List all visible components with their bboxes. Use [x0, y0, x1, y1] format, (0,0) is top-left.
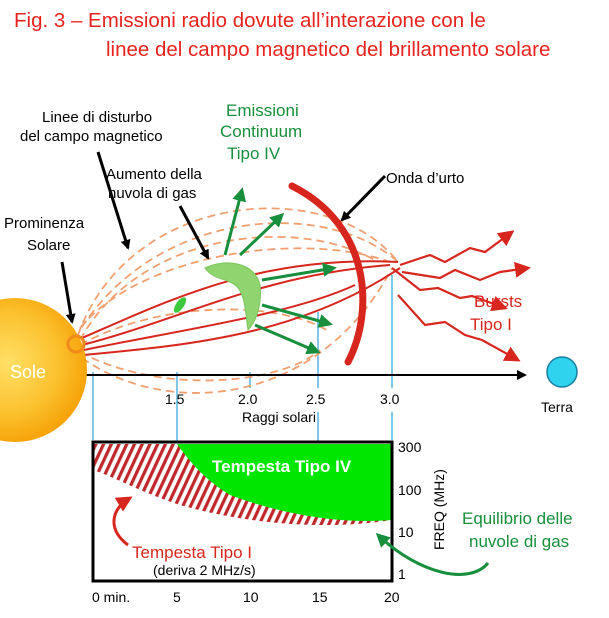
time-tick-0: 0 min. — [92, 589, 130, 605]
burst-arrow-2 — [401, 261, 531, 282]
gas-label-1: Aumento della — [106, 166, 203, 183]
storm-iv-region — [177, 444, 392, 521]
burst-arrow-3 — [391, 267, 508, 312]
radius-tick-1-5: 1.5 — [165, 391, 185, 407]
burst-arrow-4 — [397, 294, 521, 362]
equilibrium-label-2: nuvole di gas — [469, 532, 569, 551]
radius-tick-3-0: 3.0 — [380, 391, 400, 407]
dashed-loop-mid — [79, 235, 379, 341]
sun — [0, 298, 87, 442]
disturb-label-1: Linee di disturbo — [42, 109, 152, 126]
freq-tick-300: 300 — [398, 439, 422, 455]
gas-pointer — [178, 205, 210, 260]
radius-tick-labels: 1.5 2.0 2.5 3.0 — [165, 391, 400, 407]
title-line-1: Fig. 3 – Emissioni radio dovute all’inte… — [14, 9, 486, 32]
equilibrium-pointer — [375, 532, 490, 576]
radius-tick-2-0: 2.0 — [238, 391, 258, 407]
shock-label: Onda d’urto — [386, 170, 464, 187]
freq-axis-label: FREQ (MHz) — [431, 469, 447, 550]
title-line-2: linee del campo magnetico del brillament… — [106, 38, 551, 61]
sun-label: Sole — [10, 362, 46, 382]
freq-tick-labels: 300 100 10 1 — [398, 439, 422, 582]
prominence-label-2: Solare — [27, 237, 70, 254]
continuum-arrow-1 — [223, 187, 246, 256]
field-lines — [81, 260, 401, 356]
freq-tick-10: 10 — [398, 524, 414, 540]
shock-wave — [288, 182, 367, 366]
burst-arrow-1 — [399, 230, 515, 267]
continuum-arrow-3 — [261, 262, 337, 282]
field-line-2 — [81, 264, 391, 346]
freq-tick-1: 1 — [398, 566, 406, 582]
disturb-label-2: del campo magnetico — [20, 128, 163, 145]
prominence-label-1: Prominenza — [4, 215, 85, 232]
time-tick-10: 10 — [243, 589, 259, 605]
field-line-3 — [83, 284, 356, 351]
shock-pointer — [340, 174, 387, 222]
continuum-arrow-5 — [254, 323, 321, 355]
radius-tick-2-5: 2.5 — [306, 391, 326, 407]
time-tick-labels: 0 min. 5 10 15 20 — [92, 589, 400, 605]
time-tick-5: 5 — [173, 589, 181, 605]
continuum-arrow-2 — [238, 212, 285, 257]
spectrogram-frame — [91, 440, 394, 583]
equilibrium-label-1: Equilibrio delle — [462, 509, 573, 528]
disturb-pointer — [96, 151, 131, 250]
pointer-arrows — [60, 151, 387, 324]
gas-label-2: nuvola di gas — [108, 185, 196, 202]
gas-cloud — [204, 262, 261, 332]
bursts-label-2: Tipo I — [470, 315, 512, 334]
gas-cloud-small — [173, 297, 187, 313]
time-tick-15: 15 — [312, 589, 328, 605]
drift-label: (deriva 2 MHz/s) — [153, 562, 256, 578]
solar-radii-label: Raggi solari — [242, 409, 316, 425]
storm-i-label: Tempesta Tipo I — [132, 543, 252, 562]
figure-title: Fig. 3 – Emissioni radio dovute all’inte… — [14, 6, 550, 64]
storm-iv-label: Tempesta Tipo IV — [212, 457, 352, 476]
spectrogram: Tempesta Tipo IV — [91, 440, 394, 583]
bursts-label-1: Bursts — [474, 292, 522, 311]
freq-tick-100: 100 — [398, 482, 422, 498]
continuum-label-2: Continuum — [220, 122, 302, 141]
continuum-arrow-4 — [261, 303, 333, 328]
dashed-loop-outer — [77, 207, 399, 336]
earth — [546, 356, 578, 388]
time-tick-20: 20 — [384, 589, 400, 605]
dashed-loop-upper — [79, 247, 391, 329]
continuum-label-1: Emissioni — [226, 101, 299, 120]
earth-label: Terra — [541, 399, 573, 415]
dashed-loop-inner — [79, 308, 331, 346]
storm-i-pointer — [112, 496, 133, 547]
field-line-1 — [81, 260, 399, 339]
prominence-pointer — [60, 261, 76, 324]
dashed-loop-low — [79, 349, 321, 382]
prominence-ring — [66, 334, 86, 354]
continuum-arrows — [223, 187, 337, 355]
burst-arrows — [391, 230, 531, 362]
continuum-label-3: Tipo IV — [227, 144, 281, 163]
